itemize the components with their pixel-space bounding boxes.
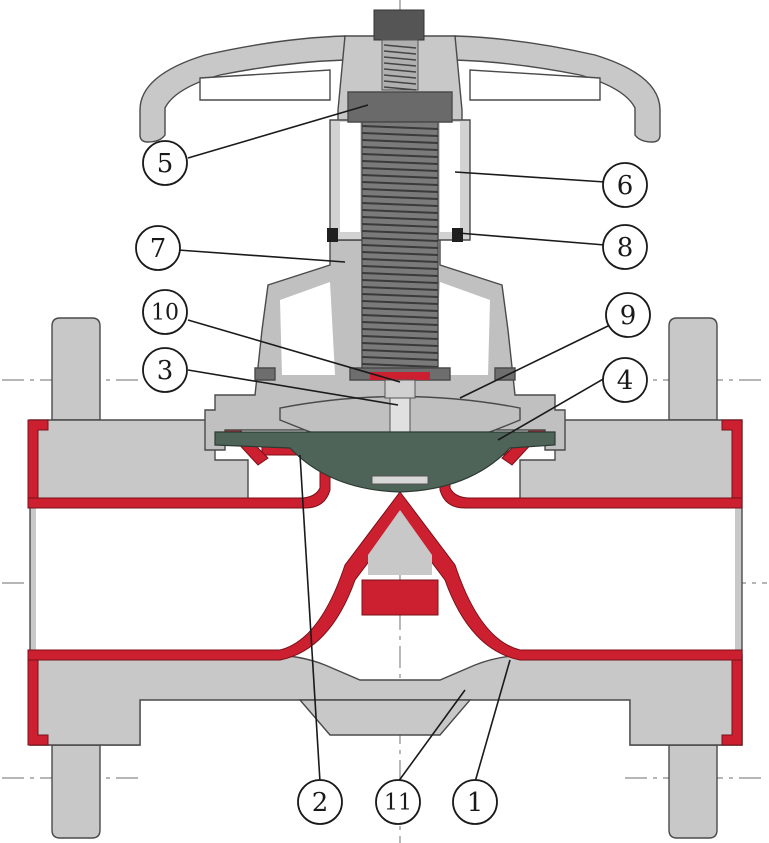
thread-line <box>361 125 439 130</box>
leader-4 <box>497 377 606 441</box>
thread-line <box>361 321 439 326</box>
spring-line <box>383 44 417 49</box>
leader-7 <box>177 249 346 263</box>
spring-line <box>383 74 417 79</box>
thread-line <box>361 139 439 144</box>
callouts: 5 6 7 8 10 9 3 4 <box>135 140 651 825</box>
leader-8 <box>457 232 606 246</box>
callout-6-label: 6 <box>617 171 634 201</box>
thread-line <box>361 167 439 172</box>
thread-line <box>361 160 439 165</box>
callout-4-label: 4 <box>617 366 634 396</box>
spring-line <box>383 62 417 67</box>
thread-line <box>361 335 439 340</box>
thread-line <box>361 195 439 200</box>
spring-line <box>383 50 417 55</box>
callout-2: 2 <box>297 779 343 825</box>
lower-body <box>29 654 743 746</box>
thread-line <box>361 363 439 368</box>
callout-10-label: 10 <box>151 301 179 326</box>
callout-5-label: 5 <box>157 149 174 179</box>
thread-line <box>361 349 439 354</box>
o-ring-left <box>327 228 338 242</box>
thread-line <box>361 293 439 298</box>
callout-5: 5 <box>142 140 188 186</box>
callout-7-label: 7 <box>150 234 167 264</box>
leader-lines <box>177 104 611 783</box>
thread-line <box>361 230 439 235</box>
spring-line <box>383 56 417 61</box>
thread-line <box>361 251 439 256</box>
callout-9: 9 <box>605 292 651 338</box>
thread-line <box>361 300 439 305</box>
thread-line <box>361 181 439 186</box>
callout-8-label: 8 <box>617 233 634 263</box>
thread-line <box>361 286 439 291</box>
callout-3-label: 3 <box>157 356 174 386</box>
callout-10: 10 <box>142 289 188 335</box>
callout-6: 6 <box>602 162 648 208</box>
callout-2-label: 2 <box>312 788 329 818</box>
leader-2 <box>299 454 321 783</box>
leader-10 <box>187 319 401 383</box>
thread-line <box>361 307 439 312</box>
thread-line <box>361 223 439 228</box>
leader-9 <box>459 324 611 399</box>
thread-line <box>361 237 439 242</box>
spindle-threads <box>361 44 439 368</box>
callout-1-label: 1 <box>467 788 484 818</box>
callout-8: 8 <box>602 224 648 270</box>
weir-core <box>368 510 432 575</box>
o-ring-right <box>452 228 463 242</box>
leader-11 <box>397 689 466 783</box>
callout-11-label: 11 <box>384 791 412 816</box>
spring-line <box>383 68 417 73</box>
thread-line <box>361 279 439 284</box>
spring-line <box>383 86 417 91</box>
callout-4: 4 <box>602 357 648 403</box>
flow-passages <box>36 505 735 655</box>
leader-3 <box>187 369 399 406</box>
thread-line <box>361 202 439 207</box>
thread-line <box>361 258 439 263</box>
thread-line <box>361 209 439 214</box>
thread-line <box>361 174 439 179</box>
diaphragm-stud <box>371 475 429 485</box>
thread-line <box>361 153 439 158</box>
thread-line <box>361 132 439 137</box>
callout-9-label: 9 <box>620 301 637 331</box>
thread-line <box>361 356 439 361</box>
callout-11: 11 <box>375 779 421 825</box>
spring-line <box>383 80 417 85</box>
thread-line <box>361 146 439 151</box>
leader-6 <box>454 171 606 183</box>
leader-5 <box>187 104 369 159</box>
callout-3: 3 <box>142 347 188 393</box>
thread-line <box>361 265 439 270</box>
thread-line <box>361 188 439 193</box>
thread-line <box>361 328 439 333</box>
handwheel <box>139 35 661 236</box>
thread-line <box>361 272 439 277</box>
thread-line <box>361 314 439 319</box>
thread-line <box>361 342 439 347</box>
leader-1 <box>474 659 511 783</box>
callout-7: 7 <box>135 225 181 271</box>
diaphragm <box>214 431 556 493</box>
callout-1: 1 <box>452 779 498 825</box>
thread-line <box>361 244 439 249</box>
thread-line <box>361 216 439 221</box>
